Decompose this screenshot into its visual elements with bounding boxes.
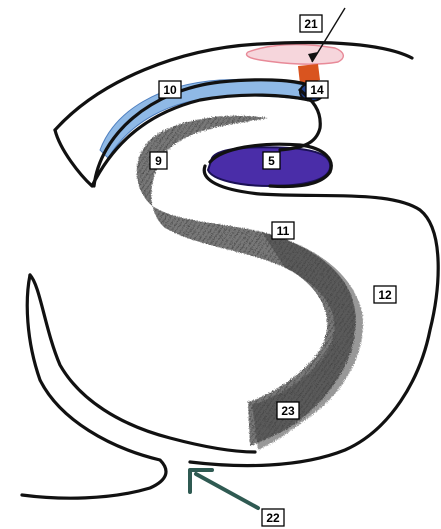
outline-lines	[22, 43, 438, 499]
svg-text:12: 12	[378, 288, 392, 302]
label-11: 11	[272, 222, 294, 239]
label-21: 21	[300, 15, 322, 32]
label-10: 10	[159, 81, 181, 98]
svg-text:23: 23	[281, 404, 295, 418]
svg-text:11: 11	[277, 224, 290, 238]
pink-region	[247, 45, 344, 65]
label-14: 14	[306, 81, 328, 98]
label-9: 9	[150, 152, 167, 169]
label-22: 22	[262, 509, 284, 526]
teal-arrow	[190, 470, 258, 508]
label-12: 12	[374, 286, 396, 303]
svg-text:5: 5	[268, 154, 275, 168]
svg-text:14: 14	[310, 83, 324, 97]
svg-text:22: 22	[266, 511, 280, 525]
label-5: 5	[263, 152, 280, 169]
svg-text:9: 9	[155, 154, 162, 168]
svg-text:21: 21	[304, 17, 318, 31]
svg-text:10: 10	[163, 83, 177, 97]
label-23: 23	[277, 402, 299, 419]
